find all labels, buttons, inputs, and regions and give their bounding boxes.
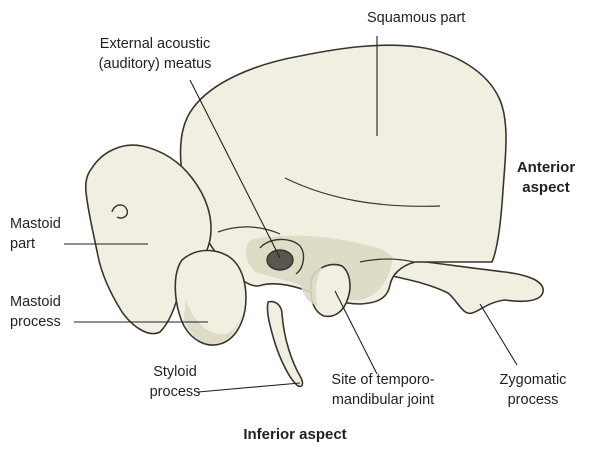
label-mastoid-process: Mastoid process [10,292,61,332]
temporal-bone [86,45,543,386]
styloid-process-shape [267,302,302,387]
label-external-acoustic-meatus: External acoustic (auditory) meatus [60,34,250,74]
label-external-acoustic-meatus-line2: (auditory) meatus [60,54,250,74]
label-zygomatic-process-line1: Zygomatic [488,370,578,390]
mastoid-process-shape [175,250,246,345]
label-styloid-process-line2: process [130,382,220,402]
label-mastoid-part-line2: part [10,234,61,254]
label-anterior-aspect-line2: aspect [506,178,586,198]
label-mastoid-process-line1: Mastoid [10,292,61,312]
label-styloid-process: Styloid process [130,362,220,402]
label-styloid-process-line1: Styloid [130,362,220,382]
label-anterior-aspect: Anterior aspect [506,158,586,198]
label-inferior-aspect: Inferior aspect [210,425,380,445]
label-tmj-site: Site of temporo- mandibular joint [313,370,453,410]
label-mastoid-process-line2: process [10,312,61,332]
label-tmj-site-line1: Site of temporo- [313,370,453,390]
label-external-acoustic-meatus-line1: External acoustic [60,34,250,54]
zygomatic-process-shape [392,258,543,313]
label-squamous-part: Squamous part [367,8,465,28]
label-anterior-aspect-line1: Anterior [506,158,586,178]
label-zygomatic-process-line2: process [488,390,578,410]
leader-zygomatic [480,304,517,365]
external-acoustic-meatus-shape [267,250,293,270]
label-zygomatic-process: Zygomatic process [488,370,578,410]
label-mastoid-part-line1: Mastoid [10,214,61,234]
label-tmj-site-line2: mandibular joint [313,390,453,410]
label-mastoid-part: Mastoid part [10,214,61,254]
